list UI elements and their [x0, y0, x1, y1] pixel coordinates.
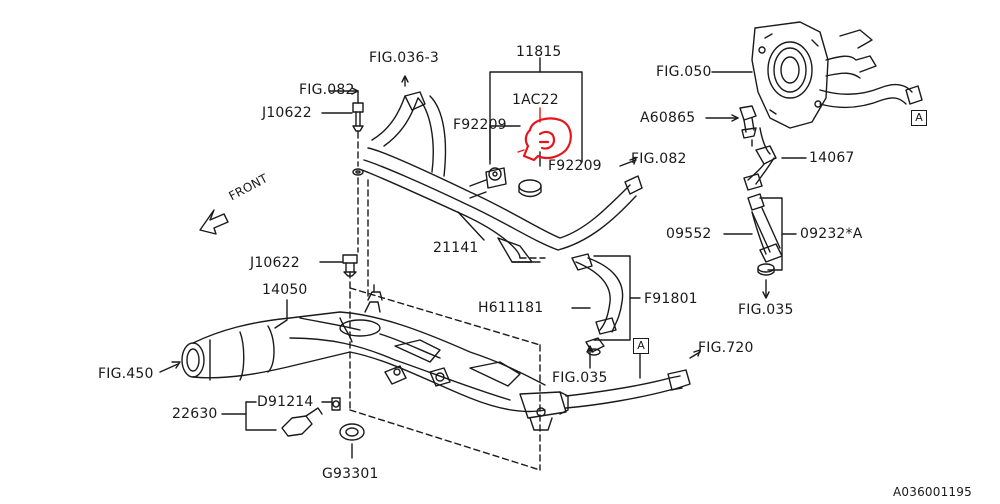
bolt-j10622-top	[352, 102, 364, 132]
label-j10622-mid: J10622	[250, 255, 300, 271]
label-fig035-right[interactable]: FIG.035	[738, 302, 794, 318]
label-h611181: H611181	[478, 300, 544, 316]
label-fig450[interactable]: FIG.450	[98, 366, 154, 382]
ref-marker-a-right[interactable]: A	[911, 110, 927, 126]
front-arrow	[199, 209, 229, 235]
label-j10622-top: J10622	[262, 105, 312, 121]
label-14067: 14067	[809, 150, 855, 166]
label-fig050[interactable]: FIG.050	[656, 64, 712, 80]
drawing-id: A036001195	[893, 485, 972, 499]
label-22630: 22630	[172, 406, 218, 422]
pipe-21141	[361, 91, 643, 263]
label-1ac22: 1AC22	[512, 92, 559, 108]
label-d91214: D91214	[257, 394, 314, 410]
label-fig082-left[interactable]: FIG.082	[299, 82, 355, 98]
bolt-a60865	[739, 105, 757, 139]
washer-top	[352, 168, 364, 176]
label-09552: 09552	[666, 226, 712, 242]
ref-marker-a-lower[interactable]: A	[633, 338, 649, 354]
hose-14067	[743, 145, 783, 276]
sensor-22630	[281, 397, 341, 437]
label-fig082-right[interactable]: FIG.082	[631, 151, 687, 167]
bolt-j10622-mid	[342, 254, 358, 277]
label-g93301: G93301	[322, 466, 379, 482]
label-f92209-right: F92209	[548, 158, 602, 174]
label-09232a: 09232*A	[800, 226, 863, 242]
label-fig035-bottom[interactable]: FIG.035	[552, 370, 608, 386]
label-f92209-left: F92209	[453, 117, 507, 133]
label-14050: 14050	[262, 282, 308, 298]
label-a60865: A60865	[640, 110, 696, 126]
label-21141: 21141	[433, 240, 479, 256]
outlet-pipe	[565, 369, 691, 409]
leader-lines	[159, 57, 807, 459]
label-f91801: F91801	[644, 291, 698, 307]
highlighted-part-1ac22	[522, 117, 572, 162]
thermostat-housing	[751, 21, 923, 155]
label-11815: 11815	[516, 44, 562, 60]
gasket-g93301	[339, 423, 365, 441]
water-pipe-14050	[181, 284, 569, 431]
label-fig720[interactable]: FIG.720	[698, 340, 754, 356]
label-fig036-3[interactable]: FIG.036-3	[369, 50, 439, 66]
